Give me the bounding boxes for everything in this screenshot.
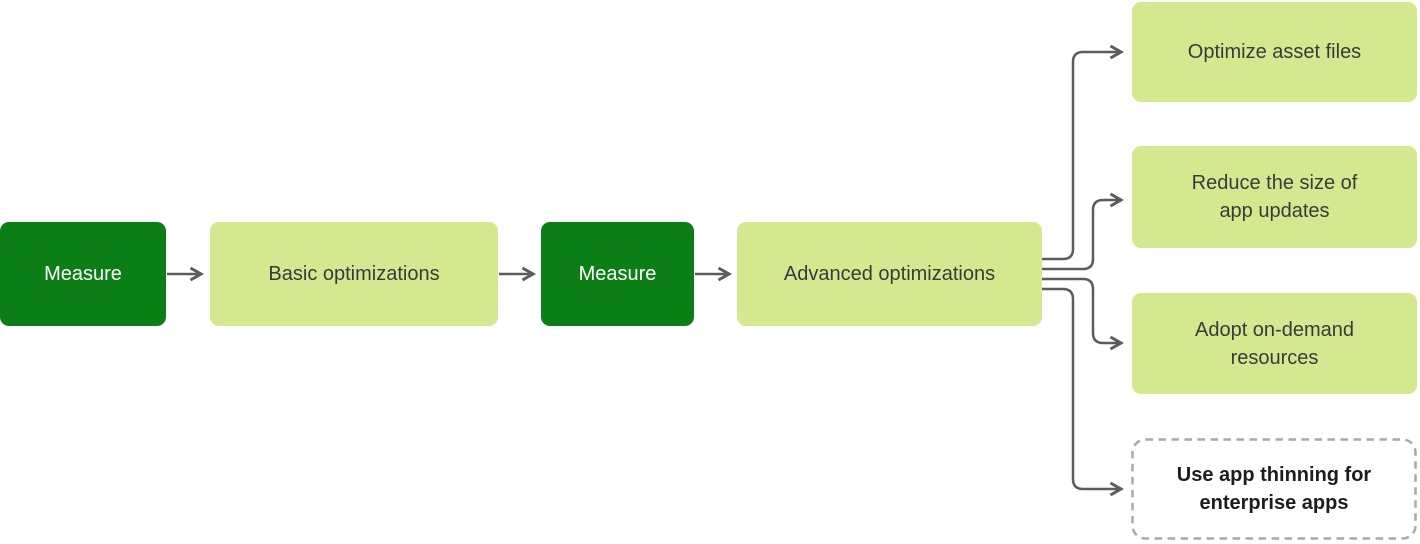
node-measure-2-label: Measure bbox=[578, 263, 657, 285]
node-basic-optimizations-label: Basic optimizations bbox=[268, 263, 440, 285]
connector-advanced-to-app-thinning bbox=[1042, 287, 1125, 497]
connector-advanced-to-on-demand bbox=[1042, 277, 1125, 351]
node-app-thinning-enterprise-label: Use app thinning for enterprise apps bbox=[1176, 464, 1372, 514]
app-thinning-dashed-border bbox=[1131, 438, 1417, 540]
node-reduce-app-updates-label: Reduce the size of app updates bbox=[1191, 172, 1358, 222]
node-optimize-asset-files: Optimize asset files bbox=[1132, 2, 1417, 102]
node-measure-1-label: Measure bbox=[44, 263, 122, 285]
node-advanced-optimizations-label: Advanced optimizations bbox=[783, 263, 996, 285]
connector-advanced-to-reduce-updates bbox=[1042, 192, 1125, 271]
node-measure-2: Measure bbox=[541, 222, 694, 326]
node-adopt-on-demand-resources-label: Adopt on-demand resources bbox=[1194, 318, 1354, 369]
node-basic-optimizations: Basic optimizations bbox=[210, 222, 498, 326]
node-optimize-asset-files-label: Optimize asset files bbox=[1187, 41, 1362, 63]
node-app-thinning-enterprise: Use app thinning for enterprise apps bbox=[1131, 438, 1417, 540]
node-advanced-optimizations: Advanced optimizations bbox=[737, 222, 1042, 326]
connector-advanced-to-optimize-assets bbox=[1042, 44, 1125, 261]
node-measure-1: Measure bbox=[0, 222, 166, 326]
node-adopt-on-demand-resources: Adopt on-demand resources bbox=[1132, 293, 1417, 394]
node-reduce-app-updates: Reduce the size of app updates bbox=[1132, 146, 1417, 248]
